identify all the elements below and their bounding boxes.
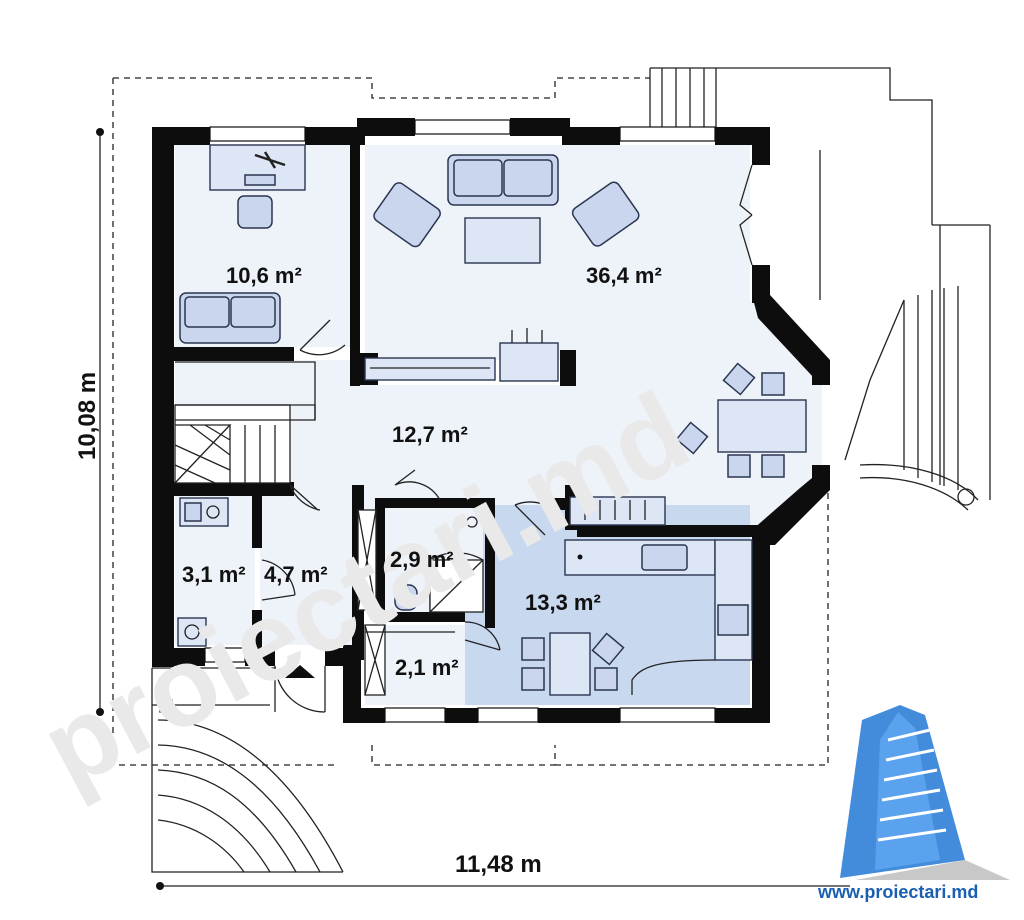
storage-fixtures [364, 624, 455, 696]
room-labels: 10,6 m² 36,4 m² 12,7 m² 3,1 m² 4,7 m² 2,… [182, 263, 662, 680]
boiler-fixtures [177, 497, 229, 647]
company-logo [840, 705, 1010, 880]
bathroom-fixtures [357, 508, 484, 613]
staircase [174, 361, 316, 484]
area-label-hall: 12,7 m² [392, 422, 468, 447]
area-label-bathroom: 2,9 m² [390, 547, 454, 572]
website-link[interactable]: www.proiectari.md [817, 882, 978, 902]
dimension-lines [96, 128, 850, 890]
dimension-width: 11,48 m [455, 851, 542, 878]
kitchen-furniture [521, 539, 753, 696]
doors [261, 164, 753, 713]
wardrobe [569, 496, 666, 526]
area-label-boiler: 3,1 m² [182, 562, 246, 587]
area-label-entrance: 4,7 m² [264, 562, 328, 587]
area-label-storage: 2,1 m² [395, 655, 459, 680]
living-furniture [364, 154, 807, 478]
entrance-steps [151, 667, 344, 873]
area-label-kitchen: 13,3 m² [525, 590, 601, 615]
study-furniture [179, 144, 306, 344]
terrace [649, 67, 991, 511]
dimension-height: 10,08 m [74, 372, 101, 460]
area-label-study: 10,6 m² [226, 263, 302, 288]
roof-outline [112, 77, 829, 766]
area-label-living: 36,4 m² [586, 263, 662, 288]
